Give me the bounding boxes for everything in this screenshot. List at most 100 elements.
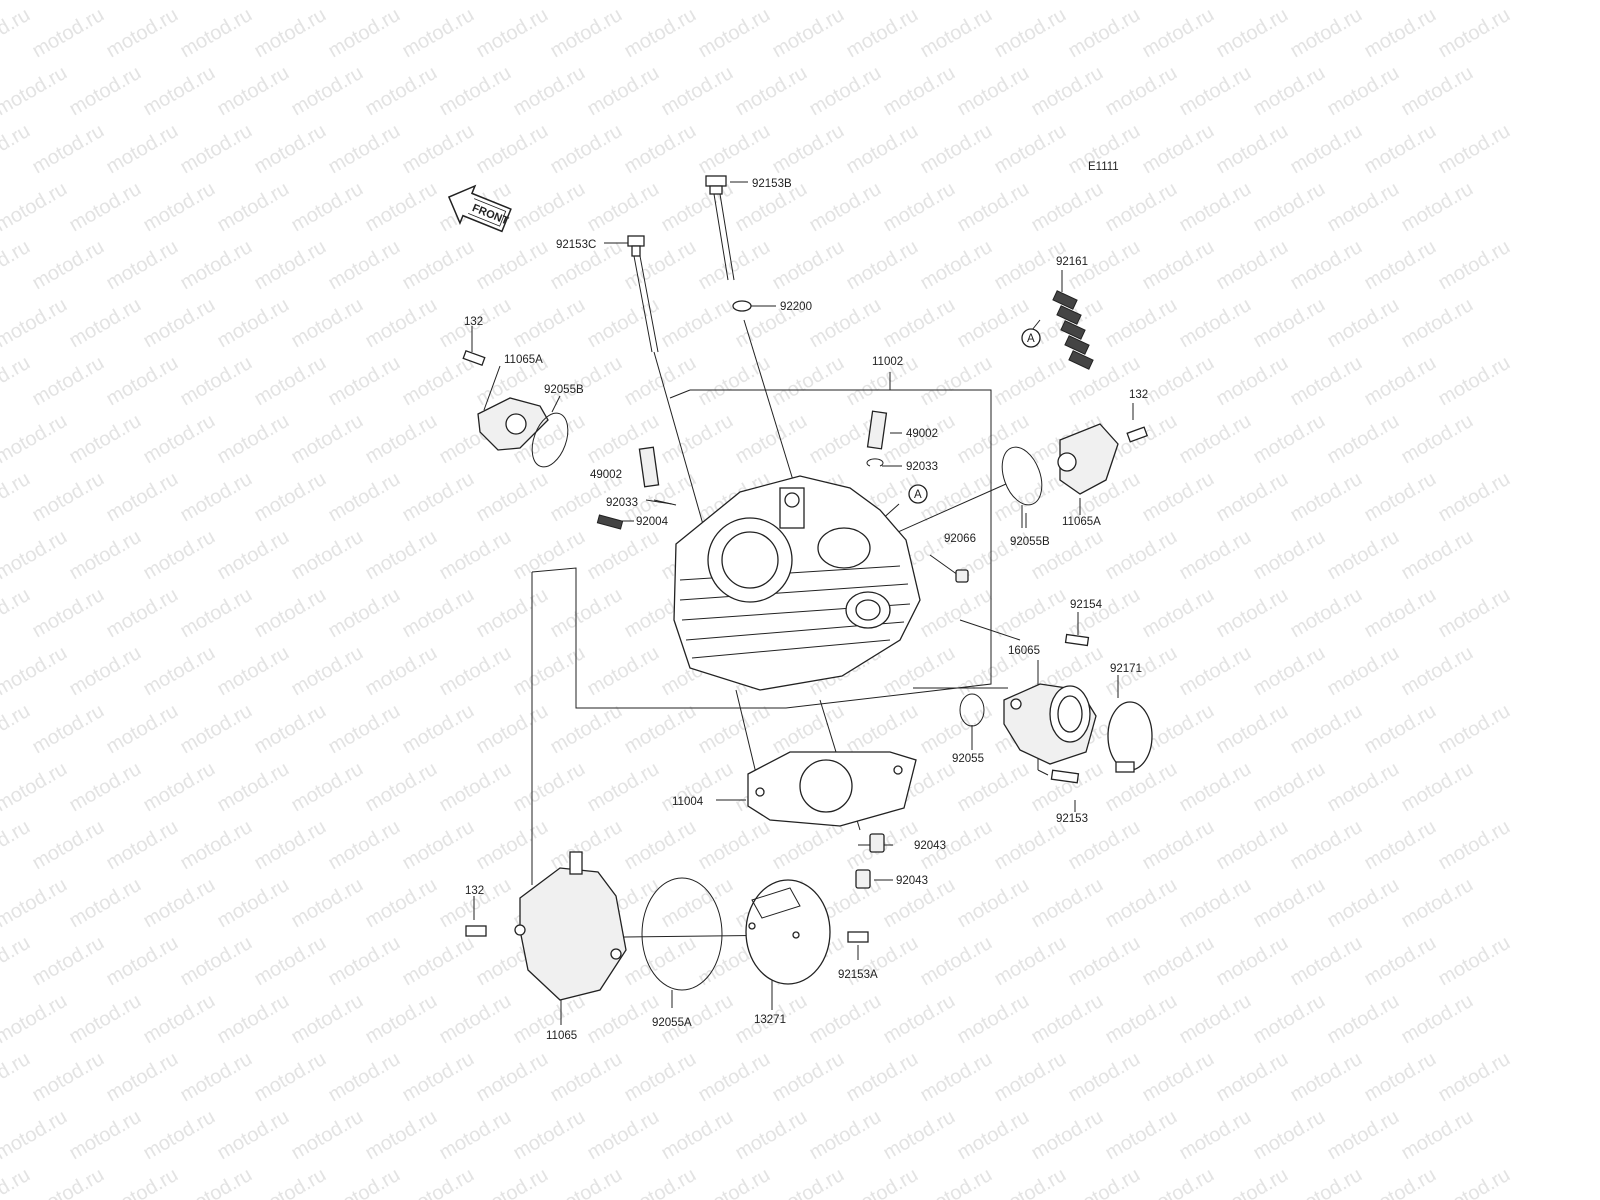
watermark-text: motod.ru bbox=[1065, 1164, 1144, 1200]
watermark-text: motod.ru bbox=[473, 468, 552, 527]
watermark-text: motod.ru bbox=[1176, 62, 1255, 121]
watermark-text: motod.ru bbox=[362, 990, 441, 1049]
watermark-text: motod.ru bbox=[177, 700, 256, 759]
watermark-text: motod.ru bbox=[1324, 178, 1403, 237]
watermark-text: motod.ru bbox=[177, 816, 256, 875]
watermark-text: motod.ru bbox=[991, 120, 1070, 179]
watermark-text: motod.ru bbox=[325, 1048, 404, 1107]
watermark-text: motod.ru bbox=[1213, 4, 1292, 63]
watermark-text: motod.ru bbox=[769, 236, 848, 295]
watermark-text: motod.ru bbox=[584, 990, 663, 1049]
watermark-text: motod.ru bbox=[843, 1164, 922, 1200]
watermark-text: motod.ru bbox=[695, 1164, 774, 1200]
watermark-text: motod.ru bbox=[806, 0, 885, 4]
watermark-text: motod.ru bbox=[1176, 178, 1255, 237]
watermark-text: motod.ru bbox=[66, 178, 145, 237]
circlip-right-icon bbox=[866, 458, 884, 467]
watermark-text: motod.ru bbox=[29, 1048, 108, 1107]
label-132-right: 132 bbox=[1129, 389, 1148, 401]
watermark-text: motod.ru bbox=[880, 294, 959, 353]
watermark-text: motod.ru bbox=[325, 932, 404, 991]
watermark-text: motod.ru bbox=[1250, 294, 1329, 353]
watermark-text: motod.ru bbox=[510, 1106, 589, 1165]
watermark-text: motod.ru bbox=[584, 1106, 663, 1165]
o-ring-92055A-icon bbox=[641, 877, 723, 991]
watermark-text: motod.ru bbox=[1287, 700, 1366, 759]
watermark-text: motod.ru bbox=[1324, 410, 1403, 469]
watermark-text: motod.ru bbox=[399, 120, 478, 179]
watermark-text: motod.ru bbox=[806, 62, 885, 121]
diagram-code: E1111 bbox=[1088, 161, 1119, 173]
watermark-text: motod.ru bbox=[1361, 236, 1440, 295]
watermark-text: motod.ru bbox=[1398, 62, 1477, 121]
watermark-text: motod.ru bbox=[473, 584, 552, 643]
watermark-text: motod.ru bbox=[584, 294, 663, 353]
watermark-text: motod.ru bbox=[214, 874, 293, 933]
watermark-text: motod.ru bbox=[29, 352, 108, 411]
watermark-text: motod.ru bbox=[695, 816, 774, 875]
watermark-text: motod.ru bbox=[0, 1048, 34, 1107]
watermark-text: motod.ru bbox=[325, 4, 404, 63]
watermark-text: motod.ru bbox=[0, 758, 71, 817]
watermark-text: motod.ru bbox=[29, 584, 108, 643]
watermark-text: motod.ru bbox=[1028, 874, 1107, 933]
label-92153C: 92153C bbox=[556, 239, 596, 251]
watermark-text: motod.ru bbox=[1398, 642, 1477, 701]
tappet-cover-left-icon bbox=[462, 349, 549, 451]
watermark-text: motod.ru bbox=[103, 468, 182, 527]
label-92171: 92171 bbox=[1110, 663, 1142, 675]
watermark-text: motod.ru bbox=[1250, 874, 1329, 933]
part-labels: 92153B 92153C 92200 92161 132 11065A 920… bbox=[464, 178, 1148, 1042]
watermark-text: motod.ru bbox=[436, 526, 515, 585]
watermark-text: motod.ru bbox=[695, 120, 774, 179]
watermark-text: motod.ru bbox=[1324, 294, 1403, 353]
label-13271: 13271 bbox=[754, 1014, 786, 1026]
watermark-text: motod.ru bbox=[436, 874, 515, 933]
watermark-text: motod.ru bbox=[1065, 1048, 1144, 1107]
watermark-text: motod.ru bbox=[288, 874, 367, 933]
watermark-text: motod.ru bbox=[0, 816, 34, 875]
plate-13271-icon bbox=[745, 879, 831, 985]
stud-92004-icon bbox=[596, 514, 624, 530]
watermark-text: motod.ru bbox=[0, 236, 34, 295]
watermark-text: motod.ru bbox=[547, 4, 626, 63]
label-92043-b: 92043 bbox=[896, 875, 928, 887]
clamp-92171-icon bbox=[1107, 701, 1153, 773]
label-92033-left: 92033 bbox=[606, 497, 638, 509]
watermark-text: motod.ru bbox=[732, 0, 811, 4]
label-92066: 92066 bbox=[944, 533, 976, 545]
screw-92153-icon bbox=[1050, 769, 1080, 784]
watermark-text: motod.ru bbox=[1435, 700, 1514, 759]
watermark-text: motod.ru bbox=[251, 4, 330, 63]
watermark-text: motod.ru bbox=[1287, 816, 1366, 875]
watermark-text: motod.ru bbox=[103, 4, 182, 63]
watermark-text: motod.ru bbox=[1361, 1048, 1440, 1107]
watermark-text: motod.ru bbox=[991, 4, 1070, 63]
watermark-text: motod.ru bbox=[843, 120, 922, 179]
watermark-text: motod.ru bbox=[547, 1048, 626, 1107]
watermark-text: motod.ru bbox=[1139, 120, 1218, 179]
watermark-text: motod.ru bbox=[325, 1164, 404, 1200]
watermark-text: motod.ru bbox=[1435, 468, 1514, 527]
watermark-text: motod.ru bbox=[288, 1106, 367, 1165]
watermark-text: motod.ru bbox=[214, 0, 293, 4]
watermark-text: motod.ru bbox=[0, 178, 71, 237]
watermark-text: motod.ru bbox=[1065, 4, 1144, 63]
label-16065: 16065 bbox=[1008, 645, 1040, 657]
watermark-text: motod.ru bbox=[177, 352, 256, 411]
watermark-text: motod.ru bbox=[1028, 990, 1107, 1049]
watermark-text: motod.ru bbox=[1139, 4, 1218, 63]
watermark-text: motod.ru bbox=[1324, 0, 1403, 4]
watermark-text: motod.ru bbox=[880, 1106, 959, 1165]
watermark-text: motod.ru bbox=[0, 700, 34, 759]
watermark-text: motod.ru bbox=[1065, 932, 1144, 991]
watermark-text: motod.ru bbox=[843, 700, 922, 759]
watermark-text: motod.ru bbox=[1250, 758, 1329, 817]
watermark-text: motod.ru bbox=[695, 352, 774, 411]
watermark-text: motod.ru bbox=[1324, 758, 1403, 817]
watermark-text: motod.ru bbox=[1398, 178, 1477, 237]
label-11002: 11002 bbox=[872, 356, 903, 368]
watermark-text: motod.ru bbox=[621, 816, 700, 875]
watermark-text: motod.ru bbox=[658, 874, 737, 933]
watermark-text: motod.ru bbox=[0, 526, 71, 585]
